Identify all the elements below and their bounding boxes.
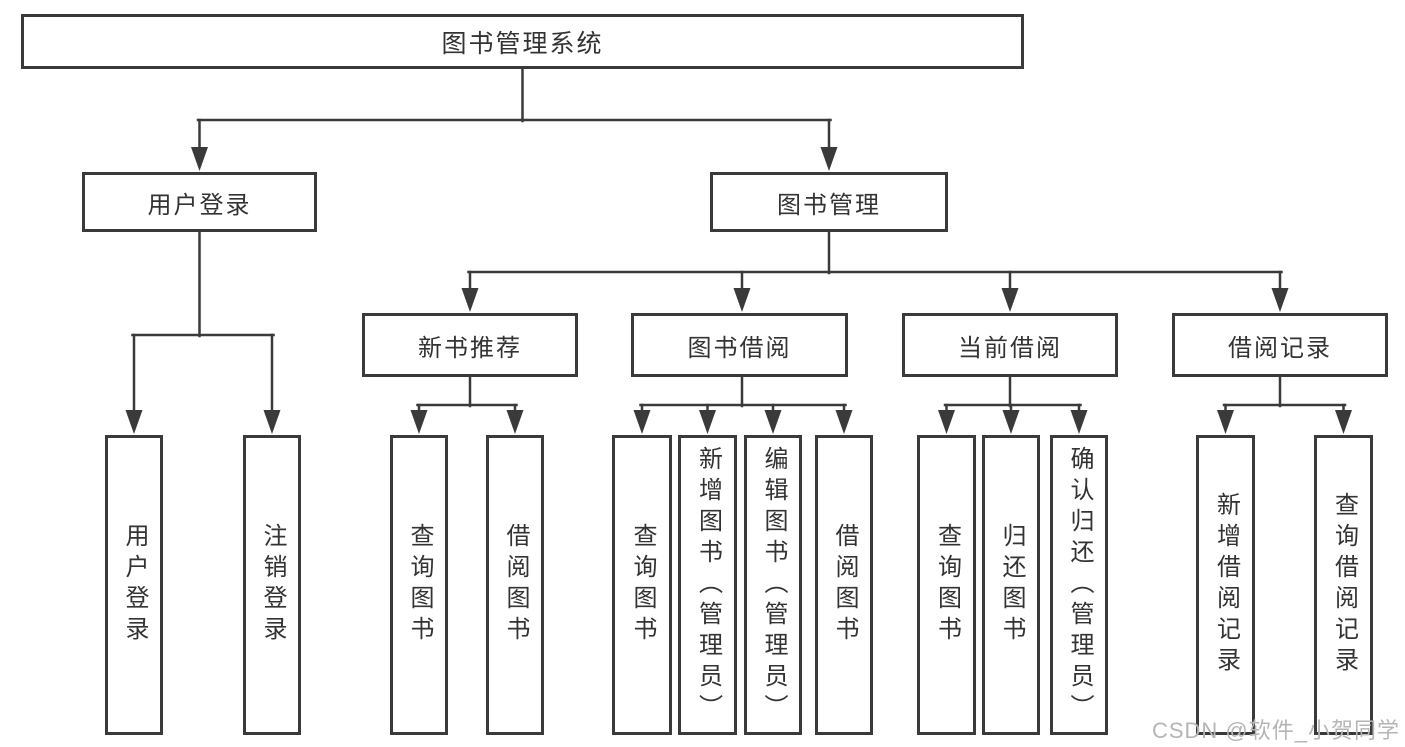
leaf-recommend-borrow-books: 借阅图书 xyxy=(486,435,544,735)
node-current-borrowing: 当前借阅 xyxy=(902,313,1118,377)
csdn-watermark: CSDN @软件_小贺同学 xyxy=(1151,718,1400,743)
arrowheads xyxy=(125,147,1352,434)
node-book-management: 图书管理 xyxy=(710,172,948,232)
node-root-system: 图书管理系统 xyxy=(21,14,1024,69)
leaf-records-query-record: 查询借阅记录 xyxy=(1314,435,1373,735)
node-book-borrowing: 图书借阅 xyxy=(631,313,848,377)
leaf-borrow-query-books: 查询图书 xyxy=(612,435,672,735)
node-borrowing-records: 借阅记录 xyxy=(1172,313,1388,377)
leaf-logout: 注销登录 xyxy=(243,435,301,735)
leaf-user-login: 用户登录 xyxy=(105,435,163,735)
leaf-recommend-query-books: 查询图书 xyxy=(390,435,448,735)
leaf-borrow-add-books-admin: 新增图书（管理员） xyxy=(678,435,737,735)
leaf-current-return-books: 归还图书 xyxy=(982,435,1040,735)
leaf-records-add-record: 新增借阅记录 xyxy=(1196,435,1255,735)
leaf-current-confirm-return-admin: 确认归还（管理员） xyxy=(1050,435,1108,735)
leaf-current-query-books: 查询图书 xyxy=(917,435,976,735)
leaf-borrow-borrow-books: 借阅图书 xyxy=(815,435,873,735)
node-new-book-recommendation: 新书推荐 xyxy=(362,313,578,377)
node-user-login: 用户登录 xyxy=(82,172,317,232)
leaf-borrow-edit-books-admin: 编辑图书（管理员） xyxy=(744,435,802,735)
